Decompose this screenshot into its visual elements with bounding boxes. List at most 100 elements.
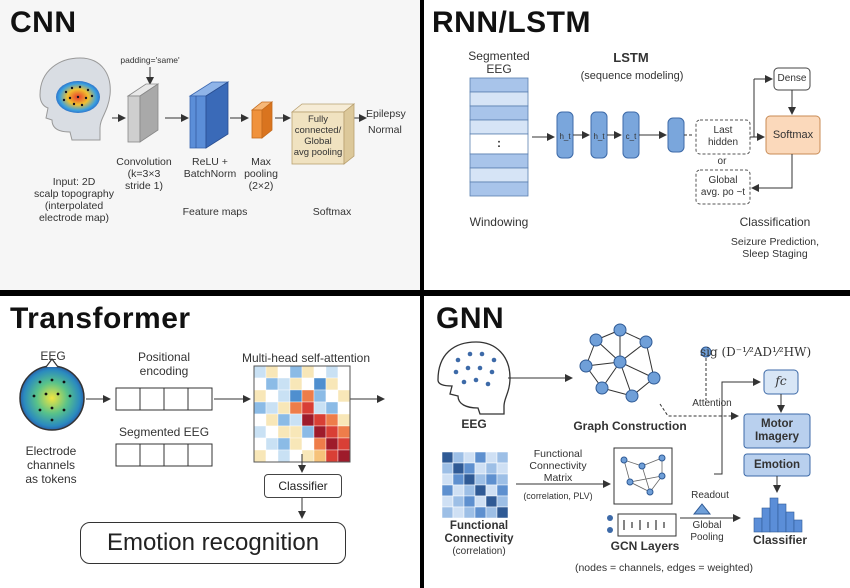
fc-matrix-cell xyxy=(496,451,509,464)
formula: sig (D⁻¹⁄²AD¹⁄²HW) xyxy=(700,345,812,359)
heatmap-cell xyxy=(301,377,315,391)
heatmap-cell xyxy=(253,365,267,379)
heatmap-cell xyxy=(277,449,291,463)
windowing-label: Windowing xyxy=(469,215,529,229)
cell-label-1: h_t xyxy=(559,132,571,141)
segmented-eeg-stack xyxy=(469,77,529,197)
mhsa-label: Multi-head self-attention xyxy=(241,351,371,365)
heatmap-cell xyxy=(337,365,351,379)
lstm-cells xyxy=(556,111,685,159)
emotion-label: Emotion xyxy=(754,459,800,471)
fcm-sub-label: (correlation, PLV) xyxy=(523,491,593,501)
heatmap-cell xyxy=(313,413,327,427)
fc-matrix-cell xyxy=(485,495,498,508)
fc-matrix-cell xyxy=(463,484,476,497)
heatmap-cell xyxy=(265,449,279,463)
heatmap-cell xyxy=(301,437,315,451)
heatmap-cell xyxy=(265,437,279,451)
fc-matrix-cell xyxy=(452,495,465,508)
gnn-footer: (nodes = channels, edges = weighted) xyxy=(574,562,754,574)
heatmap-cell xyxy=(277,413,291,427)
transformer-panel: Transformer xyxy=(0,296,420,588)
heatmap-cell xyxy=(301,449,315,463)
fc-matrix-cell xyxy=(496,495,509,508)
fc-matrix-cell xyxy=(463,462,476,475)
heatmap-cell xyxy=(325,401,339,415)
fc-matrix-cell xyxy=(496,462,509,475)
heatmap-cell xyxy=(325,425,339,439)
heatmap-cell xyxy=(289,377,303,391)
fc-matrix-cell xyxy=(452,506,465,519)
softmax-label: Softmax xyxy=(772,129,814,141)
heatmap-cell xyxy=(313,449,327,463)
heatmap-cell xyxy=(253,437,267,451)
heatmap-cell xyxy=(325,389,339,403)
eeg-head-icon xyxy=(437,341,511,415)
or-label: or xyxy=(717,156,727,167)
fc-matrix-cell xyxy=(496,484,509,497)
heatmap-cell xyxy=(313,365,327,379)
heatmap-cell xyxy=(301,413,315,427)
fc-matrix-cell xyxy=(485,451,498,464)
heatmap-cell xyxy=(289,449,303,463)
head-topography-icon xyxy=(39,57,111,141)
heatmap-cell xyxy=(313,425,327,439)
global-avg-box xyxy=(695,169,751,205)
heatmap-cell xyxy=(337,377,351,391)
softmax-label: Softmax xyxy=(312,206,352,218)
heatmap-cell xyxy=(301,365,315,379)
heatmap-cell xyxy=(301,401,315,415)
heatmap-cell xyxy=(277,425,291,439)
heatmap-cell xyxy=(289,413,303,427)
heatmap-cell xyxy=(265,425,279,439)
gnn-diagram xyxy=(437,323,811,537)
scalp-topo-icon xyxy=(19,358,85,431)
readout-label: Readout xyxy=(691,490,729,501)
heatmap-cell xyxy=(337,437,351,451)
fc-matrix-cell xyxy=(474,451,487,464)
fc-matrix-cell xyxy=(441,484,454,497)
fc-matrix-cell xyxy=(452,484,465,497)
fc-matrix-cell xyxy=(496,473,509,486)
func-conn-sub-label: (correlation) xyxy=(452,546,506,557)
cnn-diagram xyxy=(39,57,367,165)
dense-label: Dense xyxy=(777,73,807,84)
heatmap-cell xyxy=(265,401,279,415)
fc-matrix-cell xyxy=(485,484,498,497)
classifier-histogram xyxy=(753,497,803,533)
heatmap-cell xyxy=(289,425,303,439)
fc-matrix-cell xyxy=(474,462,487,475)
graph-construction-label: Graph Construction xyxy=(573,419,687,433)
classification-sub: Seizure Prediction,Sleep Staging xyxy=(730,236,820,260)
cell-label-2: h_t xyxy=(593,132,605,141)
fc-matrix-cell xyxy=(452,462,465,475)
fc-matrix-cell xyxy=(463,473,476,486)
conv-block xyxy=(126,83,160,143)
lstm-sub-label: (sequence modeling) xyxy=(580,70,684,82)
gnn-classifier-label: Classifier xyxy=(752,533,808,547)
fc-matrix-cell xyxy=(485,462,498,475)
heatmap-cell xyxy=(289,401,303,415)
fc-matrix-cell xyxy=(441,451,454,464)
fc-matrix-cell xyxy=(463,451,476,464)
heatmap-cell xyxy=(265,377,279,391)
fc-matrix-cell xyxy=(474,495,487,508)
heatmap-cell xyxy=(337,425,351,439)
fc-matrix-cell xyxy=(441,473,454,486)
heatmap-cell xyxy=(265,413,279,427)
positional-encoding-boxes xyxy=(115,387,213,411)
relu-block xyxy=(188,81,230,149)
transformer-title: Transformer xyxy=(10,302,191,335)
gcn-label: GCN Layers xyxy=(610,539,680,553)
heatmap-cell xyxy=(253,425,267,439)
heatmap-cell xyxy=(337,389,351,403)
fc-matrix-cell xyxy=(441,506,454,519)
fc-matrix-cell xyxy=(463,495,476,508)
